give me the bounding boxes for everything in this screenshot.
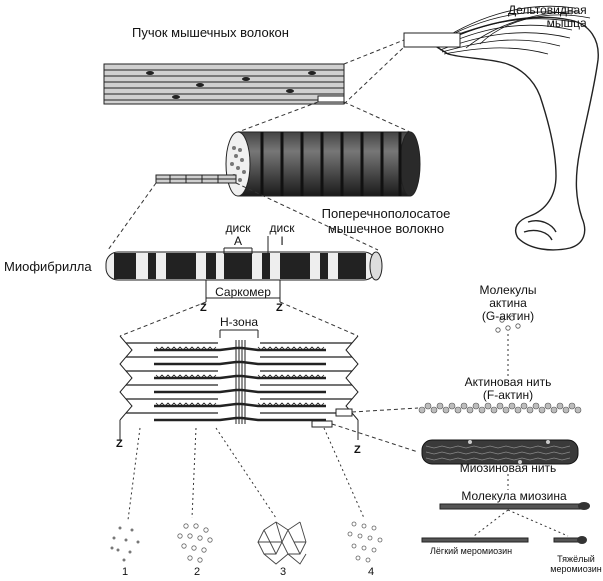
cross-section-3-number: 3	[280, 566, 287, 578]
myosin-filament-label: Миозиновая нить	[459, 461, 557, 475]
cross-section-2-number: 2	[194, 566, 201, 578]
actin-filament-label: Актиновая нить (F-актин)	[464, 375, 552, 402]
cross-section-4	[347, 521, 383, 563]
fiber-bundle-label: Пучок мышечных волокон	[132, 25, 289, 40]
zoom-lines-1	[343, 39, 405, 105]
z-line-right	[345, 335, 359, 440]
deltoid-label: Дельтовидная мышца	[508, 3, 587, 30]
z-line-right-label: Z	[276, 302, 283, 314]
light-meromyosin-label: Лёгкий меромиозин	[430, 546, 513, 556]
myosin-heads	[155, 346, 325, 407]
z-bottom-left-label: Z	[116, 438, 123, 450]
muscle-fiber	[155, 131, 421, 197]
myosin-molecule-label: Молекула миозина	[461, 489, 567, 503]
actin-filaments	[126, 342, 352, 414]
sarcomere-label: Саркомер	[215, 285, 271, 299]
zoom-lines-4	[119, 301, 359, 337]
zoom-lines-actin	[331, 407, 419, 453]
h-zone-bracket	[219, 329, 259, 338]
actin-molecules	[495, 315, 521, 333]
section-lines	[127, 427, 365, 521]
fiber-bundle	[103, 63, 345, 105]
actin-molecules-label: Молекулы актина (G-актин)	[479, 283, 537, 323]
sarcomere-detail	[119, 329, 359, 440]
disc-brackets	[223, 236, 269, 254]
striated-fiber-label: Поперечнополосатое мышечное волокно	[321, 206, 451, 236]
heavy-meromyosin-label: Тяжёлый меромиозин	[550, 554, 602, 574]
myosin-filaments	[154, 346, 326, 422]
disc-i-label: диск I	[269, 221, 295, 248]
bundle-inset-box	[403, 32, 461, 48]
zoom-lines-2	[237, 101, 411, 133]
z-bottom-right-label: Z	[354, 444, 361, 456]
zoom-lines-3	[107, 182, 379, 251]
meromyosin-split	[473, 509, 569, 537]
actin-filament	[418, 402, 582, 414]
cross-section-4-number: 4	[368, 566, 375, 578]
heavy-meromyosin-rod	[553, 536, 587, 544]
m-line	[235, 340, 246, 424]
myofibril	[105, 251, 383, 281]
cross-section-2	[177, 523, 213, 563]
cross-section-1-number: 1	[122, 566, 129, 578]
sarcomere-markers	[205, 280, 281, 302]
z-line-left	[119, 335, 133, 440]
h-zone-label: H-зона	[219, 315, 259, 329]
z-line-left-label: Z	[200, 302, 207, 314]
cross-section-1	[110, 526, 140, 562]
cross-section-3	[257, 521, 307, 565]
disc-a-label: диск A	[225, 221, 251, 248]
myosin-molecule	[439, 502, 590, 510]
light-meromyosin-rod	[421, 537, 529, 543]
myosin-filament-3d	[421, 439, 579, 465]
arm-illustration	[430, 16, 599, 251]
myofibril-label: Миофибрилла	[4, 259, 92, 274]
